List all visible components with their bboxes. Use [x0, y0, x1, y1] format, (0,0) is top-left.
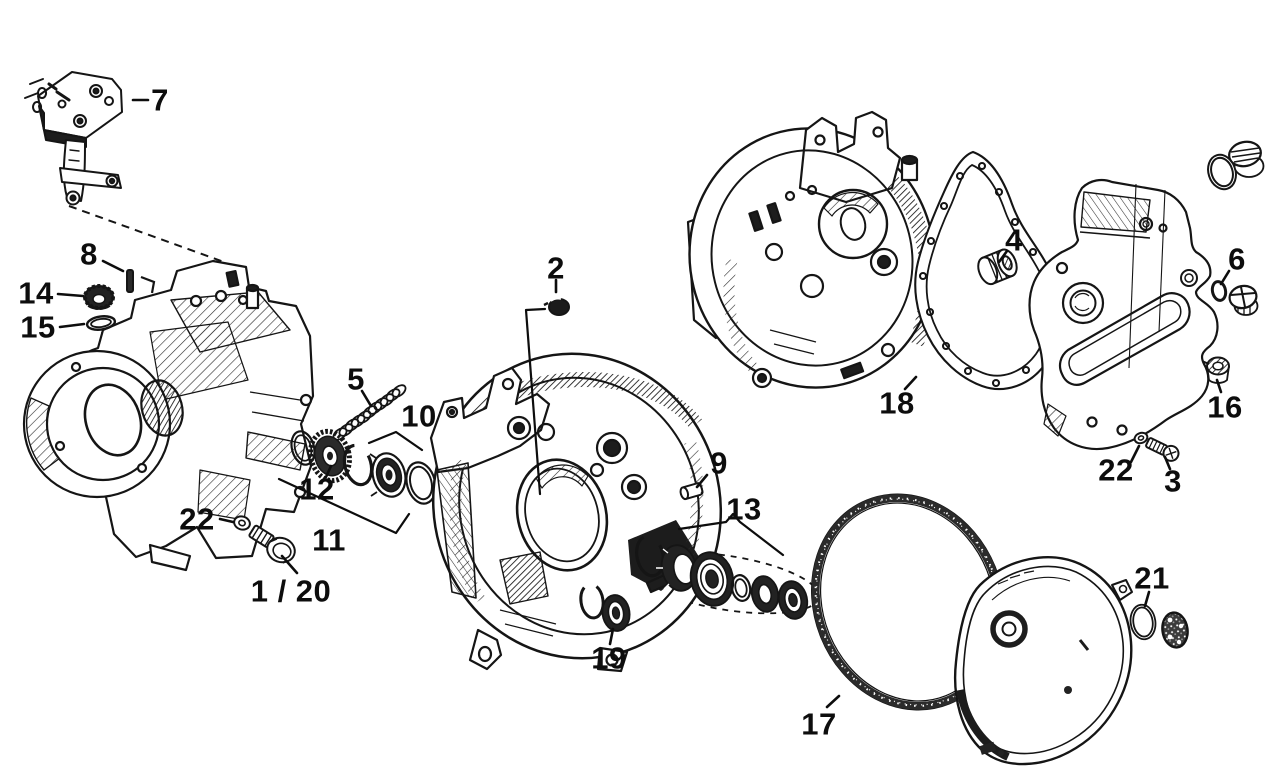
part-4-roller-bearing [977, 248, 1018, 286]
part-21-o-ring-and-cap [1129, 603, 1189, 649]
part-1-20-hex-bolt [248, 524, 296, 564]
part-17-gasket [810, 493, 1006, 711]
plug-and-o-ring-top-right [1207, 140, 1265, 191]
part-2-plug [543, 297, 570, 316]
left-crankcase [22, 259, 315, 572]
part-3-screw [1145, 437, 1180, 462]
center-crankcase [429, 352, 723, 673]
part-13-bearing-group [635, 534, 809, 620]
part-8-pin [126, 269, 156, 294]
part-14-cap-nut [83, 284, 115, 310]
part-6-o-ring-and-plug [1210, 280, 1259, 316]
part-22-washer-left [233, 515, 251, 531]
part-22-washer-right [1133, 431, 1149, 445]
right-upper-crankcase [686, 110, 936, 389]
leader-lines [56, 98, 1231, 709]
primary-cover-inner [1028, 178, 1219, 451]
part-16-bushing [1206, 356, 1230, 384]
part-7-bracket-assembly [24, 71, 123, 206]
outer-cover [954, 556, 1133, 766]
part-15-o-ring [85, 315, 117, 331]
part-12-gear-and-rings [290, 428, 437, 505]
part-19-seal-group [579, 582, 631, 632]
